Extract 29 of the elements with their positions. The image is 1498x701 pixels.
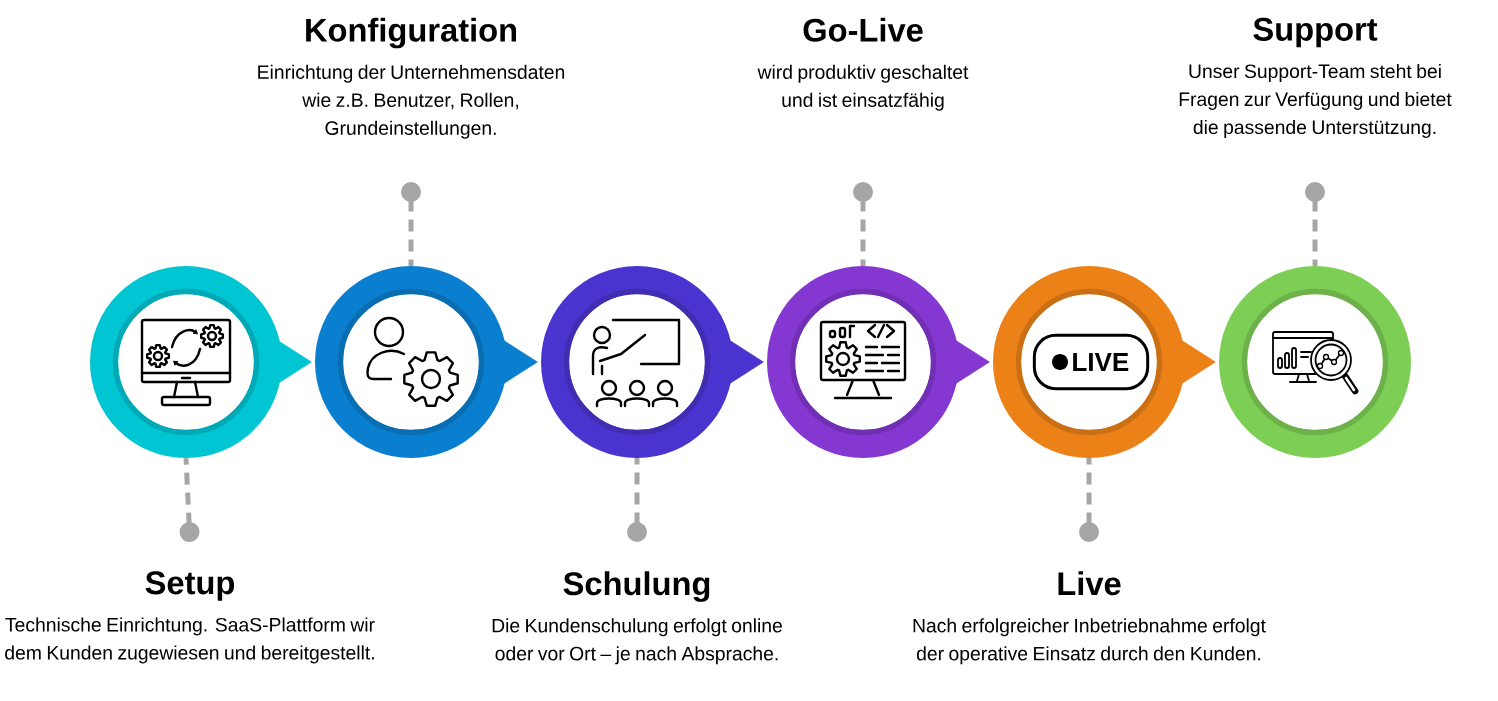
arrow: [727, 339, 764, 385]
step-title: Live: [1058, 571, 1121, 596]
live-badge: LIVE: [1032, 333, 1150, 391]
step-title: Konfiguration: [306, 17, 517, 49]
leader-line: [401, 182, 421, 266]
leader-line: [1079, 458, 1099, 542]
leader-line: [1305, 182, 1325, 266]
step-title: Go-Live: [803, 17, 923, 42]
arrow: [1179, 339, 1216, 385]
arrow: [953, 339, 990, 385]
step-title: Schulung: [563, 571, 710, 602]
step-description: wird produktiv geschaltet und ist einsatzfähig: [757, 64, 969, 111]
step-description: Die Kundenschulung erfolgt online oder vor Ort – je nach Absprache.: [492, 618, 782, 665]
step-description: Unser Support-Team steht bei Fragen zur Verfügung und bietet die passende Unterstützung.: [1179, 63, 1452, 138]
leader-line: [627, 458, 647, 542]
step-ring: [90, 266, 282, 458]
step-ring: [315, 266, 507, 458]
step-ring: [993, 266, 1185, 458]
step-ring: [541, 266, 733, 458]
step-description: Einrichtung der Unternehmensdaten wie z.B. Benutzer, Rollen, Grundeinstellungen.: [258, 64, 565, 139]
step-ring: [1219, 266, 1411, 458]
step-description: Nach erfolgreicher Inbetriebnahme erfolgt der operative Einsatz durch den Kunden.: [913, 618, 1266, 665]
step-title: Setup: [145, 571, 235, 601]
step-description: Technische Einrichtung. SaaS-Plattform wir dem Kunden zugewiesen und bereitgestellt.: [5, 617, 375, 664]
step-title: Support: [1253, 17, 1378, 48]
step-ring: [767, 266, 959, 458]
leader-line: [179, 457, 200, 542]
leader-line: [853, 182, 873, 266]
arrow: [501, 339, 538, 385]
